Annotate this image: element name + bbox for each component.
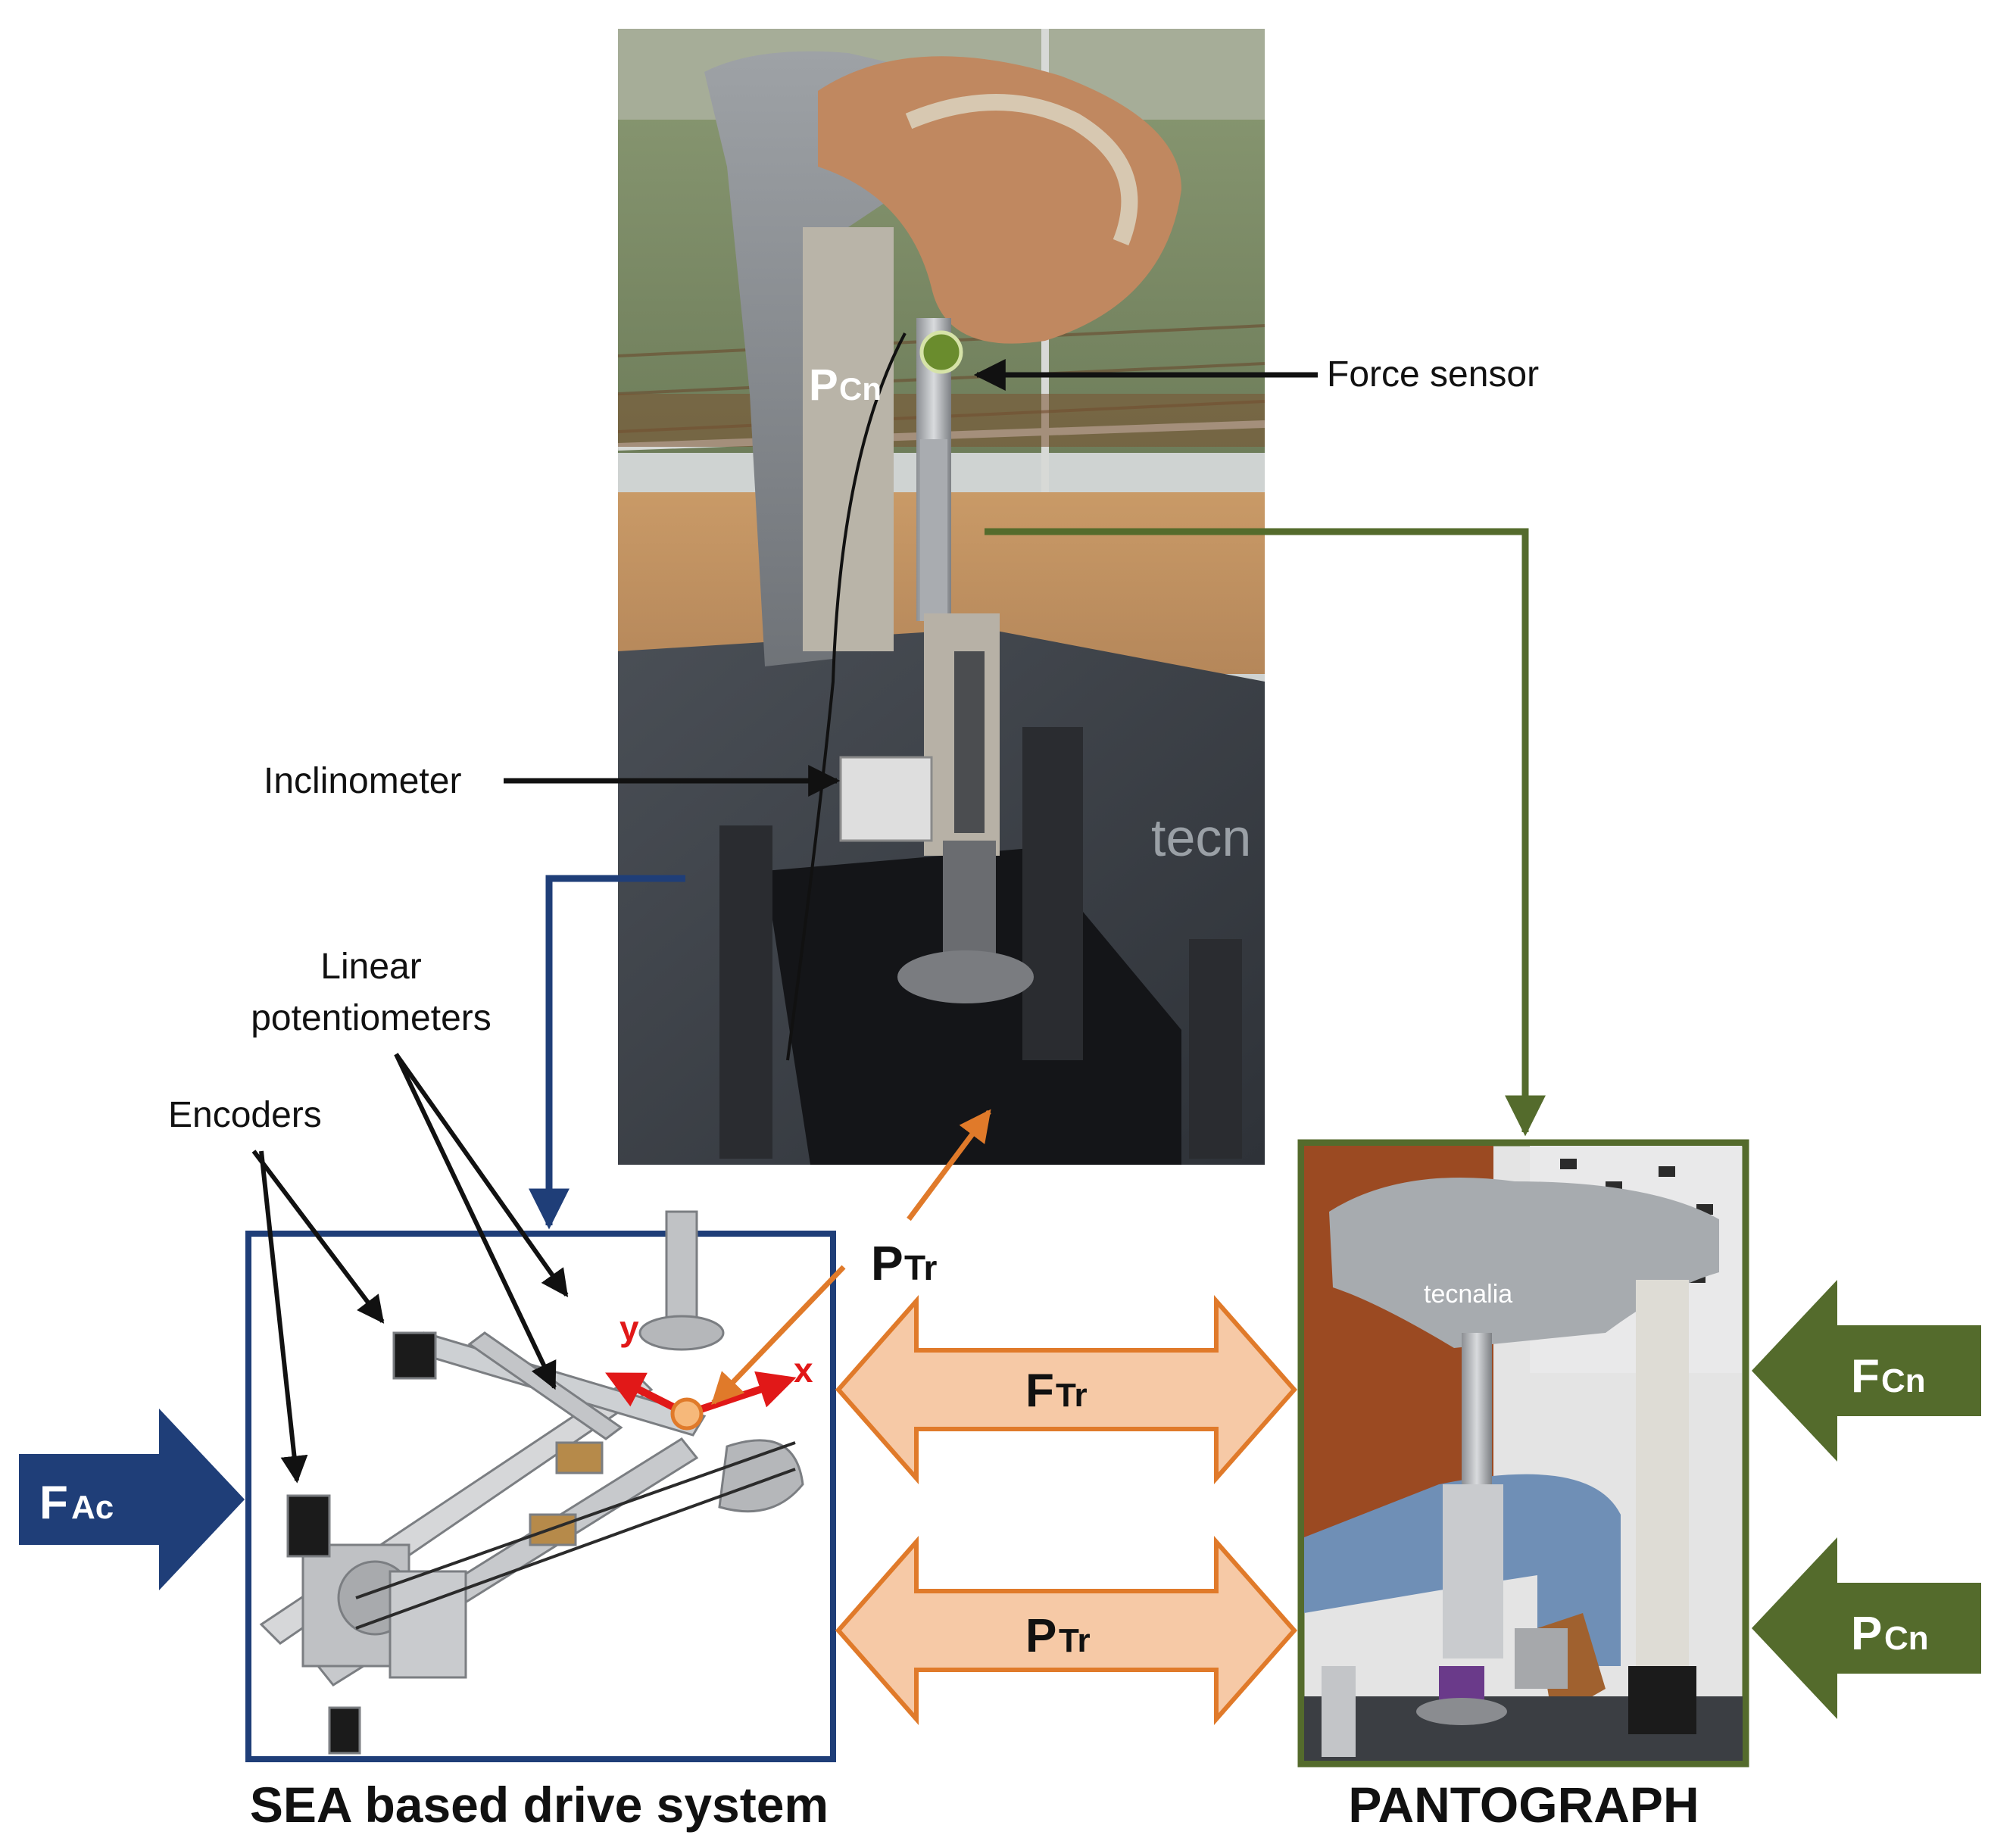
sea-mechanism-drawing (259, 1210, 804, 1755)
force-sensor-label: Force sensor (1327, 354, 1539, 395)
linear-pot-arrow-1 (394, 1053, 569, 1297)
ptr-exchange-arrow: P Tr (835, 1536, 1297, 1725)
ptr-bottom-label-sub: Tr (1059, 1622, 1091, 1659)
pcn-photo-label-main: P (809, 360, 838, 410)
photo-wordmark: tecn (1151, 808, 1251, 867)
sea-caption: SEA based drive system (250, 1777, 829, 1833)
photo-to-sea-connector (529, 875, 685, 1230)
ptr-bottom-label-main: P (1025, 1610, 1056, 1662)
ptr-drawing-arrow (711, 1265, 846, 1406)
pcn-label-main: P (1851, 1608, 1882, 1660)
pantograph-wordmark: tecnalia (1424, 1280, 1512, 1309)
pcn-label-sub: Cn (1884, 1620, 1929, 1657)
fac-label-sub: Ac (71, 1489, 114, 1526)
ftr-exchange-arrow: F Tr (835, 1295, 1297, 1484)
linear-pot-label-line2: potentiometers (251, 998, 492, 1038)
linear-pot-label-line1: Linear (320, 947, 421, 987)
pcn-input-arrow: P Cn (1752, 1537, 1981, 1719)
axis-x-label: x (794, 1350, 813, 1390)
pcn-photo-label-sub: Cn (839, 371, 882, 407)
ptr-top-label-main: P (871, 1236, 903, 1290)
ftr-label-sub: Tr (1056, 1377, 1088, 1414)
encoders-label: Encoders (168, 1095, 322, 1135)
encoder-arrow-1 (251, 1150, 385, 1324)
ftr-label-main: F (1025, 1365, 1054, 1417)
pcn-point-marker (919, 330, 963, 374)
fac-label-main: F (39, 1477, 68, 1529)
ptr-origin-marker (670, 1397, 704, 1431)
sea-drive-panel: y x (245, 1210, 836, 1762)
fcn-label-main: F (1851, 1350, 1880, 1403)
fcn-label-sub: Cn (1881, 1362, 1926, 1399)
test-rig-photo: tecn (617, 29, 1265, 1165)
ptr-top-label-sub: Tr (904, 1248, 938, 1287)
linear-pot-arrow-2 (394, 1053, 557, 1390)
encoder-arrow-2 (259, 1150, 308, 1484)
inclinometer-label: Inclinometer (264, 761, 461, 801)
axis-y-label: y (619, 1309, 639, 1348)
fac-input-arrow: F Ac (19, 1409, 245, 1590)
ptr-photo-arrow (907, 1109, 991, 1222)
pantograph-caption: PANTOGRAPH (1348, 1777, 1699, 1833)
pantograph-panel: tecnalia (1297, 1139, 1749, 1768)
photo-to-pantograph-connector (985, 528, 1546, 1137)
fcn-input-arrow: F Cn (1752, 1280, 1981, 1462)
